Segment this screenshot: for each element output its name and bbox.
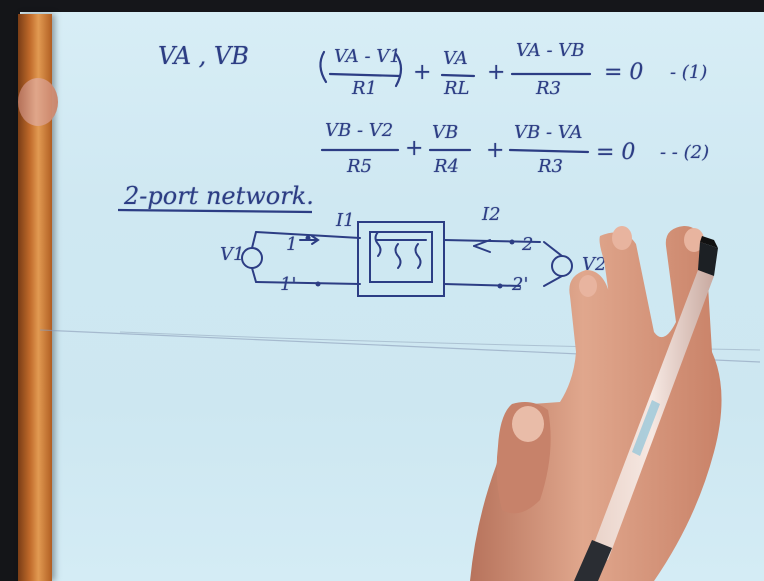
eq1-term2-denominator: RL <box>444 78 470 99</box>
v2-source <box>551 255 573 277</box>
v1-leads <box>251 231 257 283</box>
eq1-rhs: = 0 <box>604 60 644 85</box>
terminal-dots <box>305 235 515 289</box>
eq1-open-paren <box>319 50 328 84</box>
eq1-fraction-bars <box>319 50 592 88</box>
eq2-term3-denominator: R3 <box>538 156 564 177</box>
pen-cap <box>698 242 718 276</box>
thumbnail <box>512 406 544 442</box>
eq1-tag: - (1) <box>670 62 708 83</box>
eq1-plus-2: + <box>487 60 506 85</box>
voltage-v1-label: V1 <box>220 244 245 265</box>
port-1prime-label: 1' <box>280 274 297 295</box>
eq1-bar-1 <box>328 72 402 78</box>
eq1-plus-1: + <box>413 60 432 85</box>
bottom-left-wire <box>255 281 361 285</box>
eq1-term3-denominator: R3 <box>536 78 562 99</box>
current-i1-label: I1 <box>336 210 355 231</box>
section-heading: 2-port network. <box>124 182 314 210</box>
eq2-rhs: = 0 <box>596 140 636 165</box>
eq1-term1-denominator: R1 <box>352 78 378 99</box>
eq2-term2-numerator: VB <box>432 122 459 143</box>
left-thumb <box>18 78 58 126</box>
eq1-term2-numerator: VA <box>443 48 468 69</box>
fingertip-1 <box>612 226 632 250</box>
pen-stripe <box>632 400 660 456</box>
eq2-term2-denominator: R4 <box>434 156 460 177</box>
variables-label: VA , VB <box>158 42 249 70</box>
hand-palm <box>470 226 722 581</box>
eq1-close-paren <box>394 52 403 88</box>
port-2prime-label: 2' <box>512 274 529 295</box>
top-right-wire <box>443 239 541 243</box>
bottom-right-wire <box>443 283 521 287</box>
top-left-wire <box>255 231 361 239</box>
i1-arrow-head <box>311 235 320 245</box>
eq2-plus-2: + <box>486 138 505 163</box>
pen <box>574 236 718 581</box>
eq1-term1-numerator: VA - V1 <box>334 46 401 67</box>
v2-leads <box>543 241 563 287</box>
pen-end <box>574 540 612 581</box>
two-port-circuit <box>241 221 573 297</box>
pen-tip <box>700 236 718 248</box>
inner-network-box <box>369 231 433 283</box>
eq2-fraction-bars <box>320 148 590 154</box>
eq2-bar-3 <box>508 148 590 154</box>
eq1-bar-2 <box>440 73 476 78</box>
port-1-label: 1 <box>286 234 298 255</box>
fingertip-3 <box>579 275 597 297</box>
eq2-term1-numerator: VB - V2 <box>325 120 394 141</box>
writing-hand <box>470 226 722 581</box>
eq2-tag: - - (2) <box>660 142 710 163</box>
i2-arrow-head-a <box>473 239 491 247</box>
current-i2-label: I2 <box>482 204 501 225</box>
internal-resistors <box>374 231 422 269</box>
heading-underline <box>117 208 313 214</box>
network-box <box>357 221 445 297</box>
eq2-plus-1: + <box>405 136 424 161</box>
v1-source <box>241 247 263 269</box>
fingertip-2 <box>684 228 704 252</box>
voltage-v2-label: V2 <box>582 254 607 275</box>
port-2-label: 2 <box>522 234 534 255</box>
eq1-term3-numerator: VA - VB <box>516 40 585 61</box>
top-shadow <box>0 0 764 12</box>
eq2-term1-denominator: R5 <box>347 156 373 177</box>
left-shadow <box>0 0 20 581</box>
eq2-term3-numerator: VB - VA <box>514 122 583 143</box>
i2-arrow-head-b <box>473 245 491 253</box>
